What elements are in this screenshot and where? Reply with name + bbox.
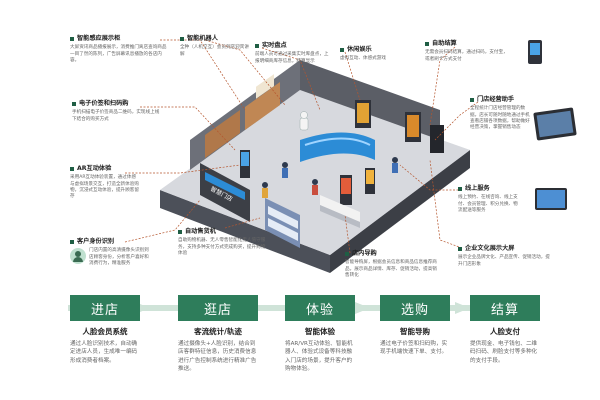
callout-vending: 自动售货机 自助购物机器、无人零售智能化无人值守服务，支持多种支付方式完成购买，… — [178, 228, 266, 256]
bullet-icon — [72, 102, 76, 107]
stage-button[interactable]: 结算 — [470, 295, 540, 321]
monitor-icon — [535, 188, 567, 210]
stage-button[interactable]: 逛店 — [178, 295, 258, 321]
callout-online: 线上服务 线上预约、在线咨询、线上支付、会员管理、积分兑换、物流配送等服务 — [458, 185, 518, 213]
stage-desc: 通过人脸识别技术，自动确定进店人员，生成唯一编码形成消费者档案。 — [70, 341, 138, 364]
stage-button[interactable]: 体验 — [285, 295, 355, 321]
stage-button[interactable]: 进店 — [70, 295, 140, 321]
bullet-icon — [458, 187, 462, 192]
callout-ar: AR互动体验 采用AR互动体验装置，通过体感与虚拟场景交互，打造全新体验购物，沉… — [70, 165, 139, 199]
bullet-icon — [425, 42, 429, 47]
bullet-icon — [345, 252, 349, 257]
bullet-icon — [340, 48, 344, 53]
bullet-icon — [180, 37, 184, 42]
callout-inventory: 实时盘点 前端人员可通过采集实时库盘点，上报明细商库存信息，结算显示 — [255, 42, 329, 64]
stage-title: 客流统计/轨迹 — [194, 327, 242, 336]
stage-title: 智能导购 — [400, 327, 430, 336]
stage-browse: 逛店 客流统计/轨迹 通过摄像头+人脸识别，结合到店客群特征信息，历史消费信息进… — [178, 295, 258, 374]
bullet-icon — [70, 37, 74, 42]
bullet-icon — [255, 44, 259, 49]
callout-identity: 客户身份识别 门店内置的高清摄像头识别到店顾客身份，分析客户喜好和消费行为，精准… — [70, 238, 150, 267]
stage-desc: 将AR/VR互动体验、智能机器人、体验式设备等科技融入门店的场景，提升客户的购物… — [285, 341, 353, 373]
callout-culture-screen: 企业文化展示大屏 展示企业品牌文化、产品宣传、促销活动，提升门店形象 — [458, 245, 550, 267]
callout-store-assistant: 门店经营助手 全程统计门店经营管理的数据，店长可随时随地通过手机查看店铺各项数据… — [470, 96, 530, 130]
bullet-icon — [458, 247, 462, 252]
callout-self-checkout: 自助结算 无需会员扫码结算，通过扫码，支付宝，或者刷卡方式支付 — [425, 40, 508, 62]
stage-title: 人脸支付 — [490, 327, 520, 336]
stage-experience: 体验 智能体验 将AR/VR互动体验、智能机器人、体验式设备等科技融入门店的场景… — [285, 295, 355, 374]
tablet-icon — [533, 107, 577, 141]
kiosk-icon — [528, 40, 542, 64]
stage-desc: 通过摄像头+人脸识别，结合到店客群特征信息，历史消费信息进行广告控制系统进行精准… — [178, 341, 257, 373]
stage-button[interactable]: 选购 — [380, 295, 450, 321]
callout-robot: 智能机器人 全种（人机交互）会员到店迎宾讲解 — [180, 35, 249, 57]
stage-checkout: 结算 人脸支付 提供现金、电子钱包、二维码扫码、刷脸支付等多种化的支付手段。 — [470, 295, 540, 365]
stage-select: 选购 智能导购 通过电子价签和扫码购，实现手机端快速下单、支付。 — [380, 295, 450, 357]
callout-smart-cabinet: 智能感应展示柜 大屏资讯商品播报展示，消费推门离店查询商品一目了然的陈列，广告屏… — [70, 35, 167, 63]
stage-enter: 进店 人脸会员系统 通过人脸识别技术，自动确定进店人员，生成唯一编码形成消费者档… — [70, 295, 140, 365]
bullet-icon — [470, 98, 474, 103]
bullet-icon — [178, 230, 182, 235]
bullet-icon — [70, 167, 74, 172]
stage-title: 智能体验 — [305, 327, 335, 336]
callout-entertainment: 休闲娱乐 虚拟互动、体感式游戏 — [340, 46, 386, 62]
stage-desc: 通过电子价签和扫码购，实现手机端快速下单、支付。 — [380, 341, 448, 356]
avatar-icon — [70, 248, 86, 265]
stage-title: 人脸会员系统 — [82, 327, 128, 336]
stage-desc: 提供现金、电子钱包、二维码扫码、刷脸支付等多种化的支付手段。 — [470, 341, 538, 364]
callout-e-price-tag: 电子价签和扫码购 手机扫描电子价签商品二维码，实现线上线下结合的购买方式 — [72, 100, 160, 122]
callout-shopping-guide: 店内导购 智能导购屏，根据会员信息和商品信息推荐商品，展示商品详情、库存、促销活… — [345, 250, 437, 278]
bullet-icon — [70, 240, 74, 245]
